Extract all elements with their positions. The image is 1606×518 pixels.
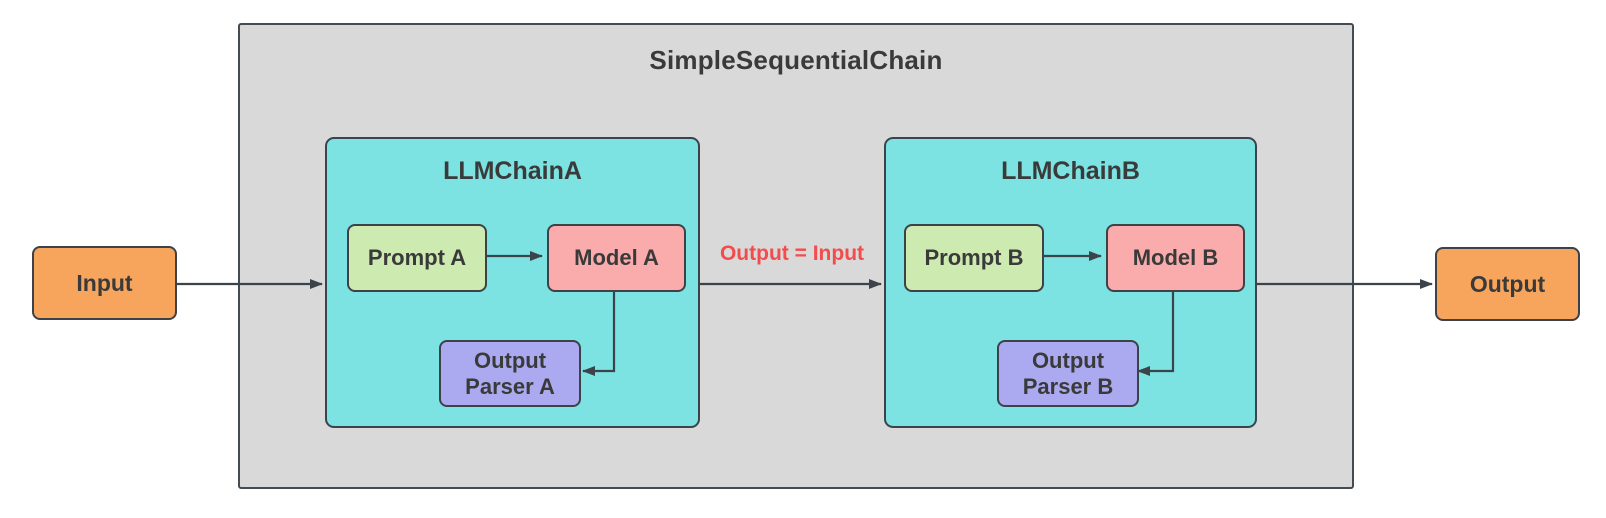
output-equals-input-label: Output = Input — [719, 242, 865, 265]
llm-chain-b-title: LLMChainB — [1001, 157, 1140, 185]
output-parser-a-node: Output Parser A — [439, 340, 581, 407]
prompt-b-node: Prompt B — [904, 224, 1044, 292]
prompt-a-node: Prompt A — [347, 224, 487, 292]
llm-chain-a-title: LLMChainA — [443, 157, 582, 185]
llm-chain-a-box: LLMChainA Prompt A Model A Output Parser… — [325, 137, 700, 428]
model-b-node: Model B — [1106, 224, 1245, 292]
llm-chain-b-box: LLMChainB Prompt B Model B Output Parser… — [884, 137, 1257, 428]
input-node: Input — [32, 246, 177, 320]
output-parser-b-node: Output Parser B — [997, 340, 1139, 407]
container-title: SimpleSequentialChain — [649, 45, 943, 75]
output-node: Output — [1435, 247, 1580, 321]
model-a-node: Model A — [547, 224, 686, 292]
